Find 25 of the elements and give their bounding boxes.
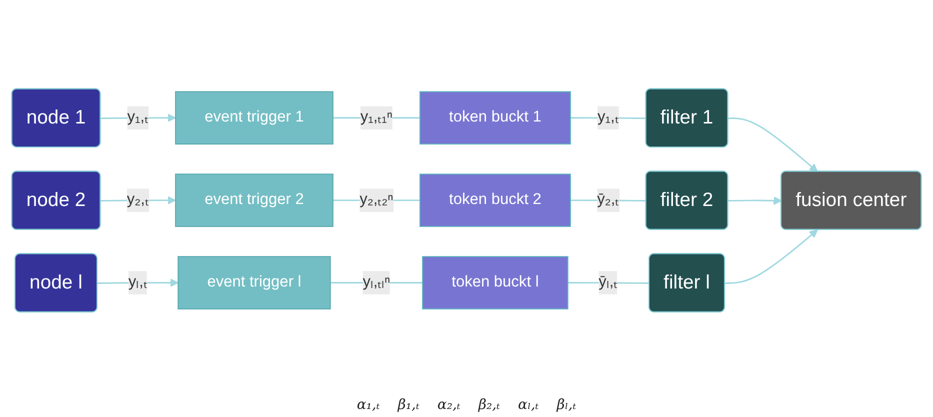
arrow (728, 118, 818, 172)
edge-label: yₗ,ₜ (128, 274, 148, 291)
edge-label: y₂,ₜ (126, 192, 149, 208)
math-label: α₂,ₜ (437, 397, 460, 413)
arrow (728, 196, 782, 206)
node-box: event trigger 1 (175, 91, 334, 145)
math-label: β₂,ₜ (478, 397, 500, 413)
math-label: βₗ,ₜ (556, 397, 576, 413)
node-box: event trigger l (178, 256, 331, 310)
edge-label: ȳ₂,ₜ (597, 192, 620, 208)
arrow (97, 278, 178, 288)
edge-label: ȳₗ,ₜ (598, 274, 618, 291)
edge-label: y₂,ₜ₂ⁿ (360, 192, 394, 208)
node-box: event trigger 2 (175, 174, 334, 228)
edge-label: yₗ,ₜₗⁿ (362, 274, 390, 291)
node-box: token buckt 1 (419, 91, 571, 145)
math-label: α₁,ₜ (356, 397, 380, 413)
arrow (724, 230, 818, 284)
edge-label: y₁,ₜ (598, 109, 619, 126)
math-label: αₗ,ₜ (518, 397, 539, 413)
node-box: token buckt 2 (419, 174, 571, 228)
edge-label: y₁,ₜ (127, 109, 148, 126)
math-label: β₁,ₜ (398, 397, 420, 413)
node-box: token buckt l (422, 256, 568, 310)
edge-label: y₁,ₜ₁ⁿ (360, 109, 392, 126)
